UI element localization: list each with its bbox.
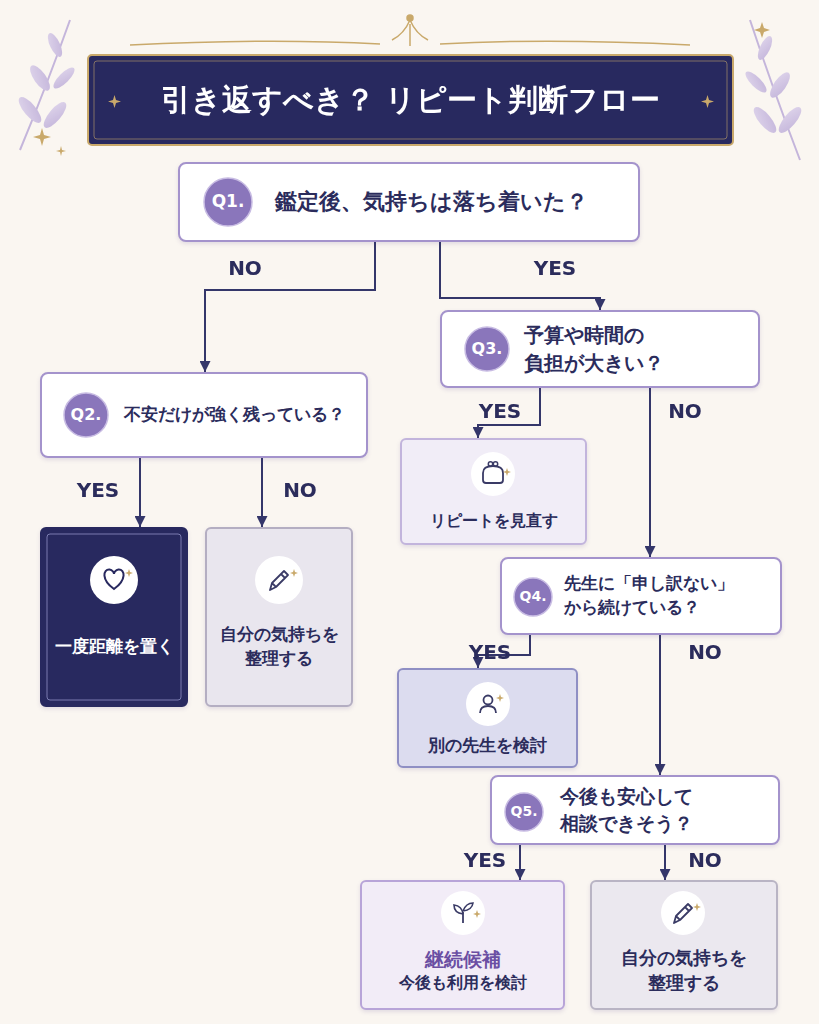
leaf [26,62,53,93]
flow-arrow [664,845,666,880]
question-badge: Q1. [203,177,253,227]
question-box: 予算や時間の 負担が大きい？ Q3. [440,310,760,388]
question-text: 先生に「申し訳ない」 から続けている？ [564,572,770,620]
flow-arrow [139,458,141,527]
branch-label: YES [464,848,507,872]
leaf-stem [750,20,800,160]
badge-circle [505,793,543,831]
flow-arrow [205,242,375,372]
flow-arrow [261,458,263,527]
leaf [743,69,770,96]
flow-arrow [659,635,661,775]
question-text: 鑑定後、気持ちは落ち着いた？ [275,187,588,218]
branch-label: YES [77,478,120,502]
result-box: 継続候補今後も利用を検討 [360,880,565,1010]
leaf [775,104,805,136]
sparkles [33,22,770,156]
result-box: 自分の気持ちを 整理する [590,880,778,1010]
result-text: 今後も利用を検討 [399,972,527,994]
sparkle [754,22,770,38]
branch-label: NO [228,256,262,280]
badge-circle [514,578,552,616]
badge-number: Q2. [71,404,102,426]
sparkle [56,146,66,156]
badge-circle [64,393,108,437]
question-box: 鑑定後、気持ちは落ち着いた？ Q1. [178,162,640,242]
flow-arrow [440,242,600,310]
leaf [750,104,780,136]
badge-circle [465,327,509,371]
title-text: 引き返すべき？ リピート判断フロー [88,55,733,145]
branch-label: NO [688,640,722,664]
ornament-line [440,41,690,45]
leaf [15,94,45,126]
leaf [40,99,70,131]
question-box: 今後も安心して 相談できそう？ Q5. [490,775,780,845]
sparkle [33,128,51,146]
ornament-line [130,41,380,45]
question-badge: Q3. [464,326,510,372]
branch-label: NO [668,399,702,423]
branch-label: YES [469,640,512,664]
badge-number: Q1. [212,190,245,214]
title-ornament [130,15,690,46]
question-text: 今後も安心して 相談できそう？ [560,783,768,836]
result-box: 一度距離を置く [40,527,188,707]
ornament-dot [407,15,413,21]
question-box: 先生に「申し訳ない」 から続けている？ Q4. [500,557,782,635]
result-text: 自分の気持ちを 整理する [215,623,343,671]
result-text: 継続候補 [425,946,501,973]
result-box: リピートを見直す [400,438,587,545]
title-banner [88,55,733,145]
question-text: 不安だけが強く残っている？ [124,403,345,427]
result-text: リピートを見直す [430,510,558,532]
branch-label: NO [688,848,722,872]
question-text: 予算や時間の 負担が大きい？ [524,321,748,377]
leaf [755,34,775,62]
branch-label: YES [479,399,522,423]
badge-number: Q3. [472,338,503,360]
branch-label: YES [534,256,577,280]
question-badge: Q5. [504,792,544,832]
result-box: 自分の気持ちを 整理する [205,527,353,707]
leaf [51,65,78,92]
leaf-ornament [15,20,805,160]
sparkle [701,95,714,108]
badge-circle [204,178,252,226]
leaf [45,31,65,59]
badge-number: Q4. [520,587,547,607]
result-text: 別の先生を検討 [428,734,547,758]
question-badge: Q2. [63,392,109,438]
flow-arrow [478,388,540,438]
result-text: 一度距離を置く [55,635,174,659]
result-text: 自分の気持ちを 整理する [600,945,768,995]
result-box: 別の先生を検討 [397,668,578,768]
branch-label: NO [283,478,317,502]
badge-number: Q5. [511,802,538,822]
leaf [766,69,793,100]
sparkle [108,95,121,108]
question-badge: Q4. [513,577,553,617]
question-box: 不安だけが強く残っている？ Q2. [40,372,368,458]
ornament-flourish [392,20,428,46]
flow-arrow [649,388,651,557]
flow-arrow [519,845,521,880]
